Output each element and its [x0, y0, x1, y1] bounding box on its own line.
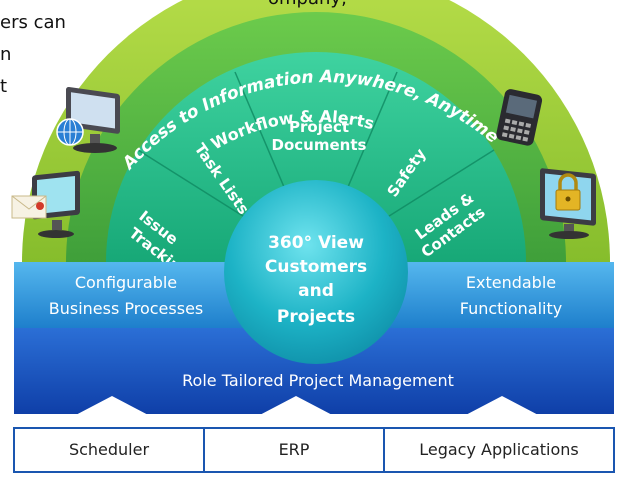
- center-line1: 360° View: [268, 233, 364, 253]
- segment-project-documents-line1: Project: [289, 118, 349, 136]
- box-legacy: [383, 427, 615, 473]
- box-scheduler: [13, 427, 205, 473]
- body-text-line3: t: [0, 76, 8, 97]
- body-text-line2: n: [0, 44, 12, 65]
- box-erp: [203, 427, 385, 473]
- body-text-line1: ers can: [0, 12, 66, 33]
- band-left-line1: Configurable: [75, 273, 177, 292]
- band-right-line1: Extendable: [466, 273, 556, 292]
- segment-project-documents-line2: Documents: [272, 136, 367, 154]
- monitor-globe-icon: [56, 86, 120, 153]
- box-erp-label: ERP: [278, 440, 310, 459]
- base-label: Role Tailored Project Management: [182, 371, 454, 390]
- band-right-line2: Functionality: [460, 299, 563, 318]
- center-circle: [224, 180, 408, 364]
- center-line4: Projects: [277, 307, 355, 327]
- monitor-lock-icon: [540, 168, 596, 239]
- center-line3: and: [298, 281, 334, 301]
- box-scheduler-label: Scheduler: [68, 440, 150, 459]
- box-legacy-label: Legacy Applications: [419, 440, 579, 459]
- inner-ring: [106, 52, 526, 262]
- body-text-fragment-top: ompany,: [268, 0, 347, 9]
- input-arrows: [70, 396, 544, 428]
- center-line2: Customers: [265, 257, 367, 277]
- monitor-envelope-icon: [11, 170, 80, 238]
- band-left-line2: Business Processes: [49, 299, 204, 318]
- smartphone-icon: [496, 89, 543, 146]
